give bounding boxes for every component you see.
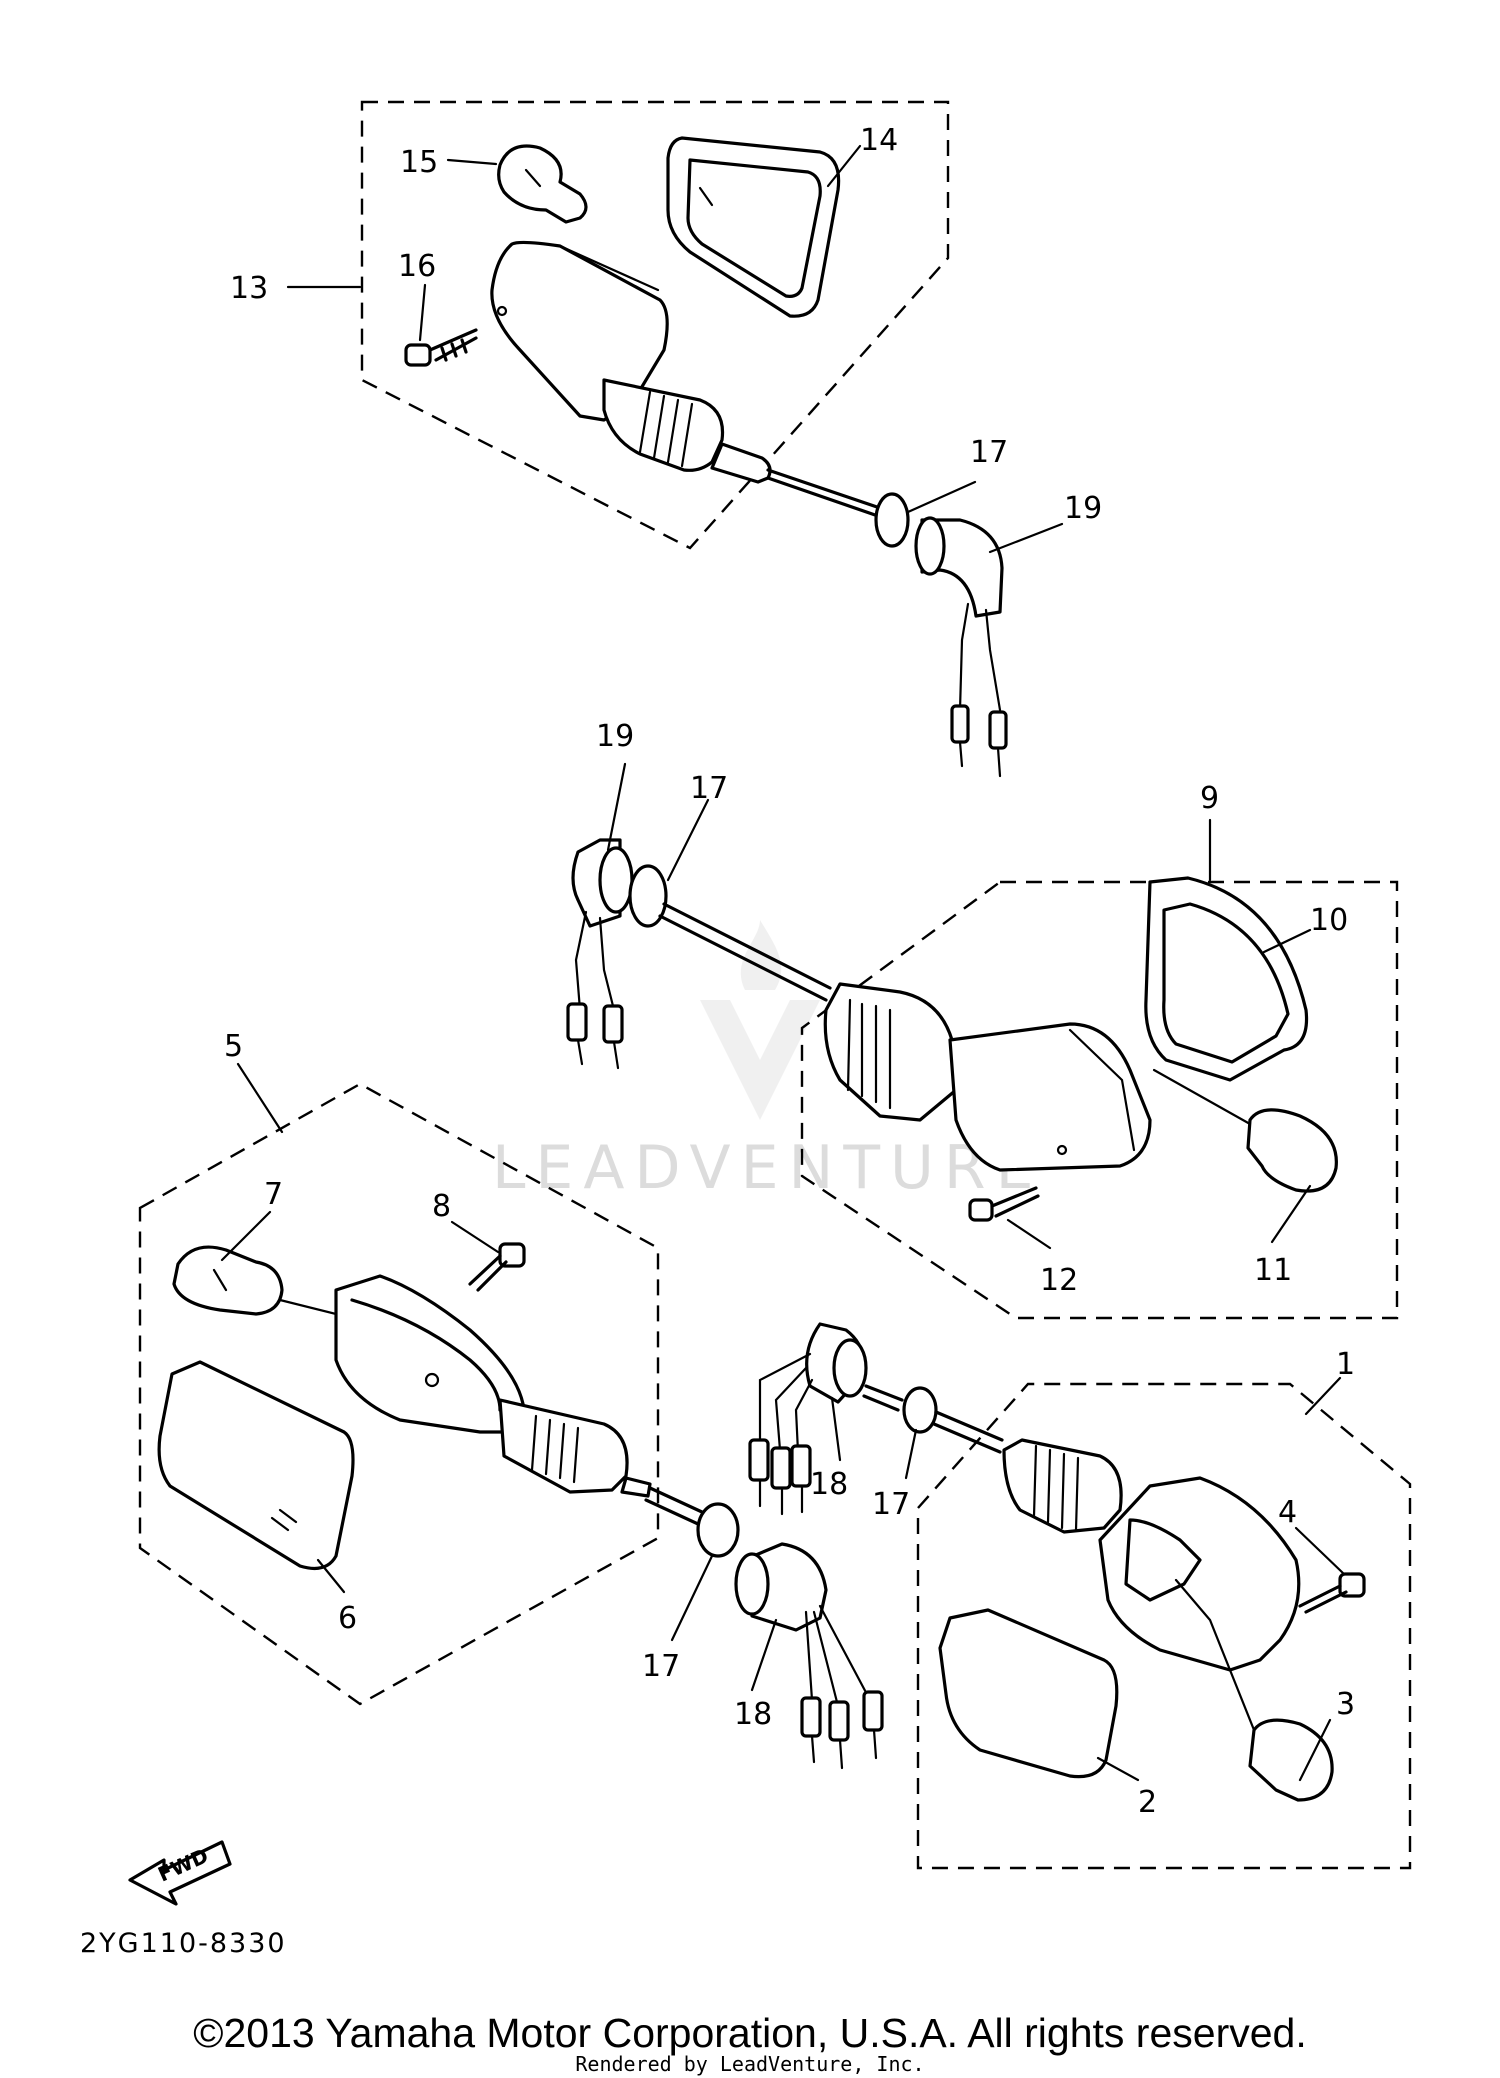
rendered-by-notice: Rendered by LeadVenture, Inc. [575, 2052, 925, 2076]
lens-14 [666, 136, 841, 318]
watermark-text: LEADVENTURE [492, 1133, 1044, 1203]
bulb-3 [1248, 1718, 1334, 1802]
boot-19-top [914, 516, 1008, 778]
cable-right [932, 1410, 1004, 1454]
screw-12 [968, 1186, 1040, 1222]
callout-5: 5 [224, 1029, 243, 1064]
screw-8 [468, 1242, 526, 1292]
callout-7: 7 [264, 1177, 283, 1212]
lens-2 [938, 1608, 1119, 1779]
callout-labels: 1 2 3 4 5 6 7 8 9 10 11 12 13 14 15 16 1… [224, 123, 1355, 1820]
copyright-notice: ©2013 Yamaha Motor Corporation, U.S.A. A… [193, 2010, 1307, 2056]
callout-19-top: 19 [1064, 491, 1102, 526]
boot-18-upper [748, 1322, 868, 1516]
callout-4: 4 [1278, 1495, 1297, 1530]
callout-6: 6 [338, 1601, 357, 1636]
callout-2: 2 [1138, 1785, 1157, 1820]
callout-15: 15 [400, 145, 438, 180]
lens-10 [1144, 876, 1309, 1082]
callout-17-left: 17 [642, 1649, 680, 1684]
callout-3: 3 [1336, 1687, 1355, 1722]
boot-18-lower [734, 1542, 884, 1770]
grommet-17-left [696, 1502, 740, 1558]
turn-signal-assembly-1 [748, 1322, 1412, 1870]
callout-14: 14 [860, 123, 898, 158]
grommet-17-middle [628, 864, 668, 928]
callout-16: 16 [398, 249, 436, 284]
housing-5 [334, 1274, 652, 1498]
cable-middle [658, 902, 832, 1002]
cable-top [766, 468, 882, 510]
callout-8: 8 [432, 1189, 451, 1224]
leader-lines [220, 144, 1346, 1782]
grommet-17-top [874, 492, 910, 548]
housing-13 [490, 240, 772, 484]
callout-13: 13 [230, 271, 268, 306]
callout-18-lower: 18 [734, 1697, 772, 1732]
watermark-logo [700, 920, 820, 1120]
grommet-17-right [902, 1386, 938, 1434]
callout-17-right: 17 [872, 1487, 910, 1522]
bulb-15 [497, 144, 588, 224]
lens-6 [157, 1360, 355, 1570]
cable-left [644, 1486, 704, 1526]
callout-1: 1 [1336, 1347, 1355, 1382]
bulb-11 [1152, 1068, 1338, 1193]
callout-11: 11 [1254, 1253, 1292, 1288]
diagram-code: 2YG110-8330 [80, 1928, 287, 1959]
screw-16 [404, 328, 478, 367]
turn-signal-assembly-9 [566, 838, 1399, 1320]
forward-direction-arrow: FWD [128, 1840, 232, 1906]
callout-17-top: 17 [970, 435, 1008, 470]
callout-17-middle: 17 [690, 771, 728, 806]
screw-4 [1298, 1572, 1366, 1614]
callout-12: 12 [1040, 1263, 1078, 1298]
turn-signal-assembly-13 [360, 100, 1008, 778]
callout-10: 10 [1310, 903, 1348, 938]
callout-18-upper: 18 [810, 1467, 848, 1502]
turn-signal-assembly-5 [138, 1082, 884, 1770]
callout-9: 9 [1200, 781, 1219, 816]
callout-19-middle: 19 [596, 719, 634, 754]
boot-19-middle [566, 838, 634, 1070]
housing-9 [823, 982, 1152, 1172]
housing-1 [1002, 1438, 1301, 1772]
